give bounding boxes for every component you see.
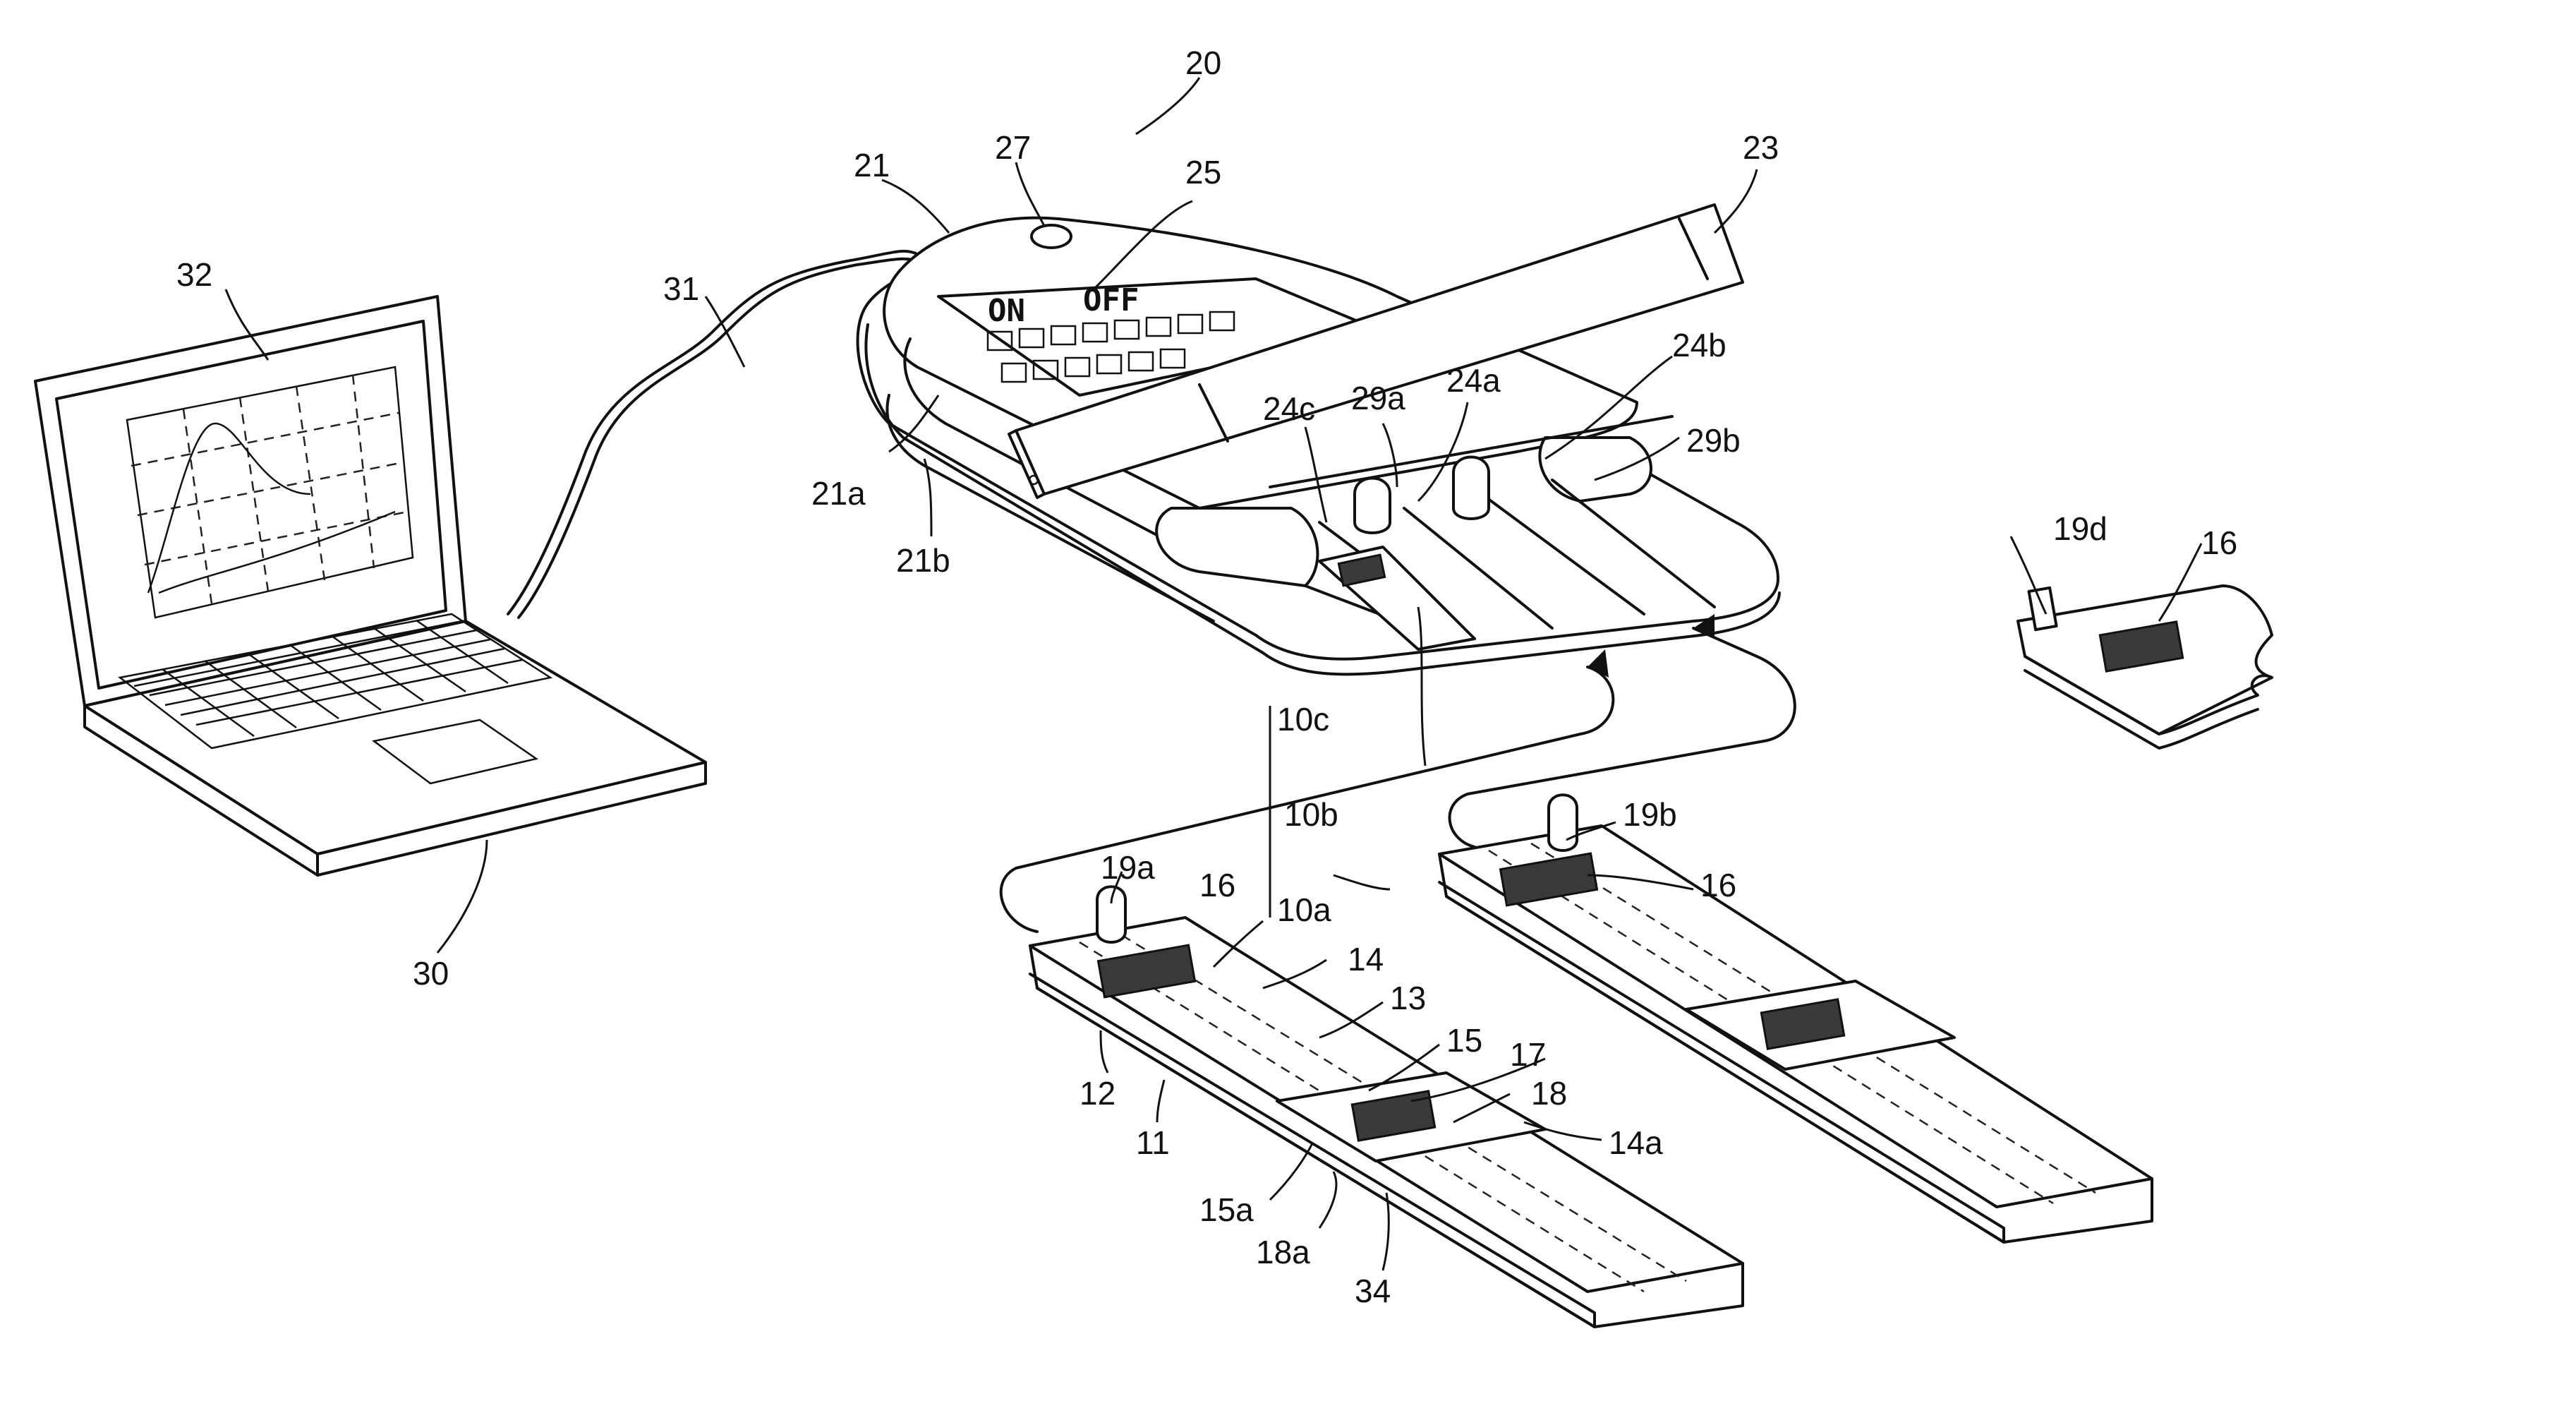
led-29a: [1355, 479, 1390, 534]
led-19b: [1549, 795, 1577, 850]
ref-16-strip-b: 16: [1700, 867, 1736, 903]
ref-14a: 14a: [1609, 1124, 1663, 1161]
ref-13: 13: [1390, 980, 1426, 1016]
ref-19a: 19a: [1101, 849, 1155, 886]
ref-32: 32: [176, 256, 212, 293]
ref-24b: 24b: [1672, 327, 1727, 363]
laptop-computer: [35, 296, 706, 875]
ref-12: 12: [1080, 1075, 1115, 1112]
display-off-label: OFF: [1083, 282, 1139, 318]
ref-15: 15: [1446, 1022, 1482, 1059]
ref-18a: 18a: [1256, 1234, 1310, 1270]
ref-17: 17: [1510, 1036, 1546, 1073]
ref-11: 11: [1136, 1124, 1170, 1161]
ref-18: 18: [1531, 1075, 1567, 1112]
ref-16-strip-a: 16: [1199, 867, 1235, 903]
loose-sensor-module: [2018, 586, 2272, 748]
ref-15a: 15a: [1199, 1191, 1254, 1228]
ref-10c: 10c: [1277, 701, 1329, 738]
ref-21a: 21a: [811, 475, 866, 512]
cable-outer: [519, 259, 921, 618]
right-bumper: [1540, 438, 1651, 501]
ref-10a: 10a: [1277, 891, 1331, 928]
ref-34: 34: [1355, 1273, 1391, 1309]
ref-23: 23: [1743, 129, 1779, 166]
display-on-label: ON: [988, 293, 1025, 329]
ref-19d: 19d: [2053, 510, 2108, 547]
ref-21: 21: [854, 147, 890, 184]
cable: [508, 251, 917, 614]
ref-14: 14: [1348, 941, 1384, 978]
ref-25: 25: [1185, 154, 1221, 191]
led-19a: [1097, 886, 1125, 942]
ref-24a: 24a: [1446, 362, 1501, 399]
ref-29a: 29a: [1351, 380, 1405, 416]
ref-27: 27: [995, 129, 1031, 166]
ref-29b: 29b: [1686, 422, 1741, 459]
led-29b: [1453, 457, 1489, 519]
measuring-device: ON OFF: [858, 205, 1779, 674]
power-button: [1032, 225, 1071, 248]
ref-24c: 24c: [1263, 390, 1315, 427]
ref-31: 31: [663, 270, 699, 307]
ref-19b: 19b: [1623, 796, 1677, 833]
ref-20: 20: [1185, 44, 1221, 81]
ref-10b: 10b: [1284, 796, 1338, 833]
ref-30: 30: [413, 955, 449, 992]
ref-16-loose: 16: [2201, 524, 2237, 561]
ref-21b: 21b: [896, 542, 950, 579]
